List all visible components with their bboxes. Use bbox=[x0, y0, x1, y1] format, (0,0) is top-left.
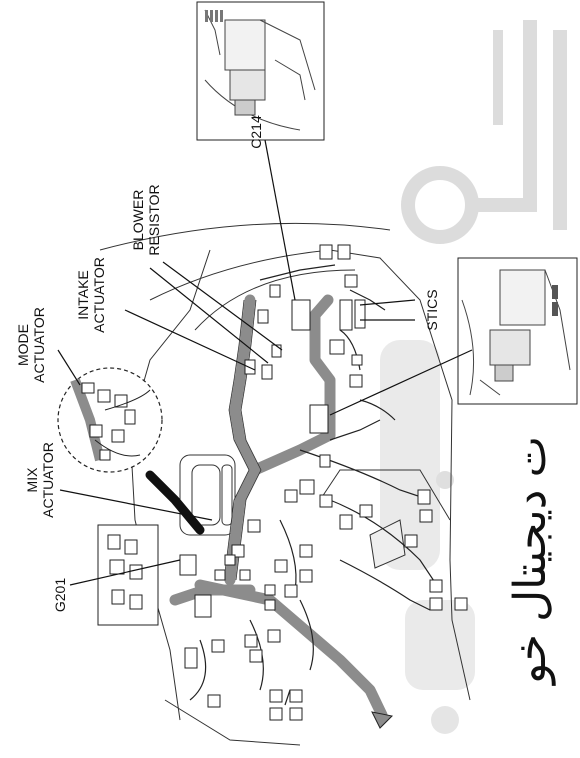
mode-actuator-detail bbox=[57, 367, 163, 473]
leader-lines bbox=[57, 139, 473, 586]
label-mix-actuator: MIX ACTUATOR bbox=[24, 442, 56, 518]
thin-wires bbox=[189, 264, 441, 706]
black-harness bbox=[145, 470, 205, 535]
label-blower-resistor: BLOWER RESISTOR bbox=[130, 184, 162, 255]
harness-end-arrow bbox=[371, 711, 394, 729]
connectors bbox=[179, 244, 468, 721]
label-stics: STICS bbox=[424, 289, 440, 330]
stics-inset bbox=[457, 257, 578, 405]
label-mode-line1: MODE bbox=[15, 324, 31, 366]
label-g201: G201 bbox=[52, 578, 68, 612]
c214-inset bbox=[196, 1, 325, 141]
label-blower-line1: BLOWER bbox=[130, 190, 146, 251]
label-c214: C214 bbox=[248, 115, 264, 149]
label-mix-line2: ACTUATOR bbox=[40, 442, 56, 518]
harness-outline bbox=[223, 299, 262, 581]
label-intake-actuator: INTAKE ACTUATOR bbox=[75, 257, 107, 333]
label-intake-line2: ACTUATOR bbox=[91, 257, 107, 333]
dashboard-outline bbox=[99, 222, 471, 746]
main-harness bbox=[169, 294, 388, 721]
label-mode-line2: ACTUATOR bbox=[31, 307, 47, 383]
label-mix-line1: MIX bbox=[24, 467, 40, 493]
label-blower-line2: RESISTOR bbox=[146, 184, 162, 255]
label-mode-actuator: MODE ACTUATOR bbox=[15, 307, 47, 383]
g201-bracket bbox=[97, 524, 159, 626]
label-intake-line1: INTAKE bbox=[75, 270, 91, 320]
watermark-text: ت دیجیتال خو bbox=[506, 436, 556, 686]
